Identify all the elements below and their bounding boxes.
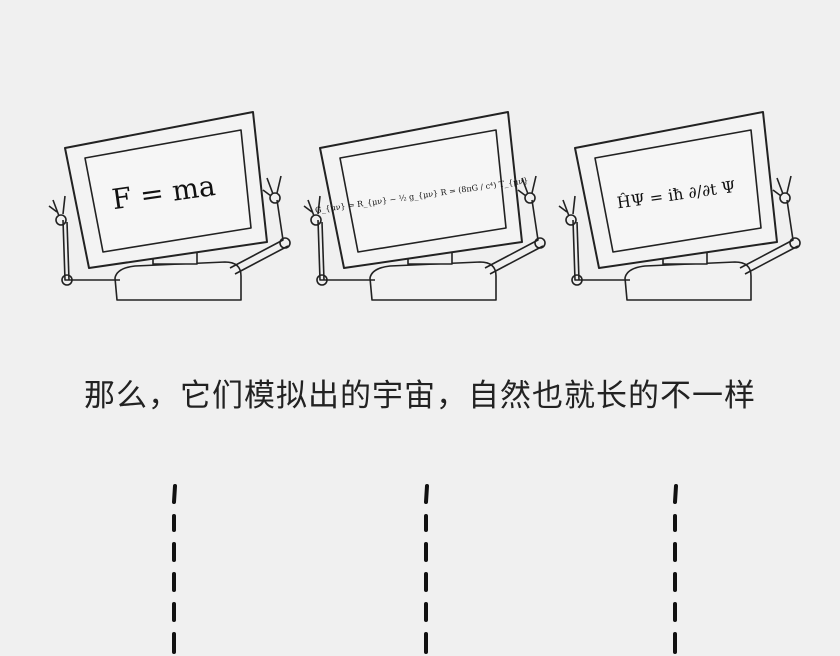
robot-newton: F = ma bbox=[45, 100, 305, 310]
robot-newton-drawing: F = ma bbox=[48, 111, 291, 301]
caption-text: 那么，它们模拟出的宇宙，自然也就长的不一样 bbox=[84, 378, 756, 414]
robot-einstein: G_{μν} = R_{μν} − ½ g_{μν} R = (8πG / c⁴… bbox=[300, 100, 560, 310]
dashed-line-right bbox=[669, 480, 681, 656]
dashed-line-left bbox=[168, 480, 180, 656]
robot-schrodinger: ĤΨ = iħ ∂/∂t Ψ bbox=[555, 100, 815, 310]
dashed-line-center bbox=[420, 480, 432, 656]
robot-einstein-drawing: G_{μν} = R_{μν} − ½ g_{μν} R = (8πG / c⁴… bbox=[303, 111, 546, 301]
robot-schrodinger-drawing: ĤΨ = iħ ∂/∂t Ψ bbox=[558, 111, 801, 301]
